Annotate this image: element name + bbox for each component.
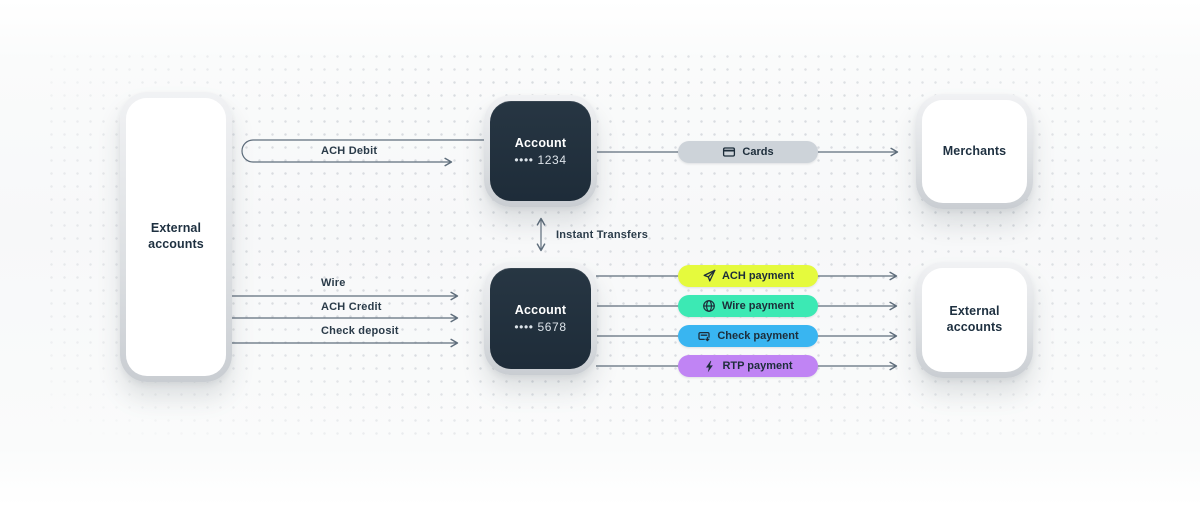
edge-label-wire: Wire <box>321 277 346 289</box>
pill-wire-payment: Wire payment <box>678 295 818 317</box>
node-external-accounts-left: External accounts <box>120 92 232 382</box>
pill-label: Check payment <box>717 330 799 342</box>
account-number: •••• 1234 <box>514 152 567 167</box>
node-label: External accounts <box>946 304 1003 334</box>
node-account-5678: Account •••• 5678 <box>484 262 597 375</box>
node-merchants: Merchants <box>916 94 1033 209</box>
send-icon <box>702 269 716 283</box>
pill-label: Cards <box>742 146 774 158</box>
edge-label-ach-credit: ACH Credit <box>321 301 382 313</box>
node-account-1234: Account •••• 1234 <box>484 95 597 207</box>
pill-label: ACH payment <box>721 270 795 282</box>
pill-rtp-payment: RTP payment <box>678 355 818 377</box>
pill-label: Wire payment <box>721 300 795 312</box>
node-label: Merchants <box>942 143 1007 158</box>
node-external-accounts-left-face: External accounts <box>126 98 226 376</box>
pill-cards: Cards <box>678 141 818 163</box>
credit-card-icon <box>722 145 736 159</box>
edge-label-ach-debit: ACH Debit <box>321 145 378 157</box>
account-title: Account <box>514 135 567 150</box>
node-merchants-face: Merchants <box>922 100 1027 203</box>
node-account-1234-face: Account •••• 1234 <box>490 101 591 201</box>
account-number: •••• 5678 <box>514 320 567 334</box>
edge-label-instant-transfers: Instant Transfers <box>556 229 649 241</box>
check-card-icon <box>697 329 711 343</box>
pill-check-payment: Check payment <box>678 325 818 347</box>
globe-icon <box>702 299 716 313</box>
pill-label: RTP payment <box>722 360 793 372</box>
node-external-accounts-right: External accounts <box>916 262 1033 378</box>
edge-ach-debit-loop <box>241 139 486 167</box>
node-external-accounts-right-face: External accounts <box>922 268 1027 372</box>
pill-ach-payment: ACH payment <box>678 265 818 287</box>
node-label: External accounts <box>148 221 204 251</box>
edge-label-check-deposit: Check deposit <box>321 325 399 337</box>
lightning-icon <box>703 360 716 373</box>
node-account-5678-face: Account •••• 5678 <box>490 268 591 369</box>
account-title: Account <box>514 303 567 317</box>
